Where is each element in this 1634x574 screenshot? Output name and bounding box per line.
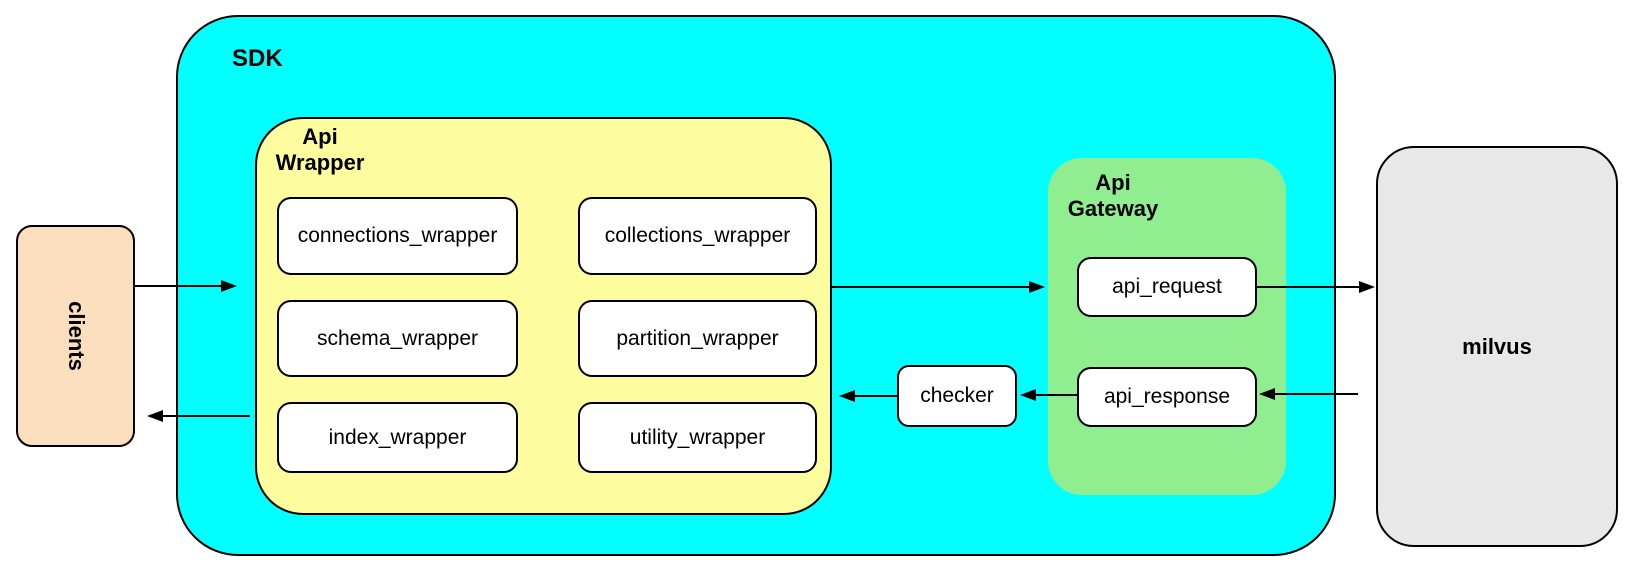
wrapper-box-partition: partition_wrapper (578, 300, 817, 377)
api-wrapper-label: Api Wrapper (261, 124, 379, 176)
wrapper-box-schema: schema_wrapper (277, 300, 518, 377)
api-gateway-label-line2: Gateway (1067, 196, 1159, 221)
api-wrapper-label-line2: Wrapper (275, 150, 365, 175)
wrapper-box-utility: utility_wrapper (578, 402, 817, 473)
api-response-label: api_response (1103, 385, 1231, 408)
clients-label: clients (63, 301, 89, 371)
wrapper-box-collections-label: collections_wrapper (604, 224, 791, 247)
sdk-label: SDK (232, 45, 283, 72)
wrapper-box-connections-label: connections_wrapper (297, 224, 498, 247)
clients-node: clients (16, 225, 135, 447)
wrapper-box-index-label: index_wrapper (328, 425, 467, 449)
wrapper-box-utility-label: utility_wrapper (629, 425, 766, 449)
wrapper-box-index: index_wrapper (277, 402, 518, 473)
api-gateway-label: Api Gateway (1060, 170, 1166, 222)
api-response-node: api_response (1077, 367, 1257, 427)
wrapper-box-partition-label: partition_wrapper (616, 326, 779, 350)
api-request-node: api_request (1077, 257, 1257, 317)
api-request-label: api_request (1112, 275, 1222, 298)
checker-node: checker (897, 365, 1017, 427)
checker-label: checker (920, 384, 994, 407)
wrapper-box-collections: collections_wrapper (578, 197, 817, 275)
milvus-label: milvus (1462, 333, 1532, 359)
wrapper-box-schema-label: schema_wrapper (316, 326, 479, 350)
wrapper-box-connections: connections_wrapper (277, 197, 518, 275)
api-gateway-label-line1: Api (1095, 170, 1131, 195)
milvus-node: milvus (1376, 146, 1618, 547)
api-wrapper-label-line1: Api (302, 124, 338, 149)
api-gateway-container: Api Gateway (1048, 158, 1286, 495)
